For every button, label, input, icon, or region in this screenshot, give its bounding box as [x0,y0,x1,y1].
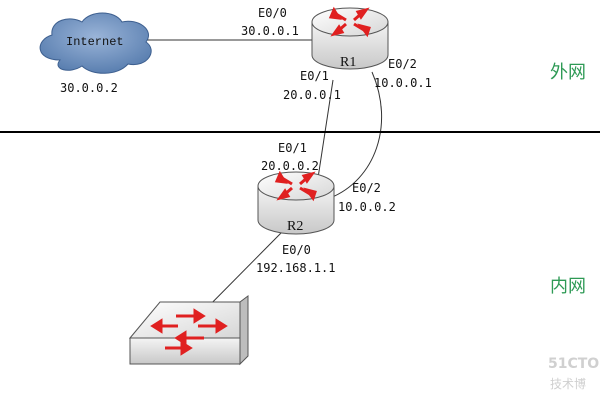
internet-label: Internet [66,35,124,49]
watermark-line1: 51CTO [548,356,599,372]
r2-e02-ip: 10.0.0.2 [338,200,396,214]
r2-e00-ip: 192.168.1.1 [256,261,335,275]
r1-e00-ip: 30.0.0.1 [241,24,299,38]
r1-name: R1 [340,55,356,70]
router-r1-icon [311,6,389,70]
link-r1-r2-e02 [329,71,383,199]
switch-icon [128,295,249,366]
r1-e00-port: E0/0 [258,6,287,20]
router-r2-icon [257,170,335,235]
r1-e01-port: E0/1 [300,69,329,83]
r2-e01-ip: 20.0.0.2 [261,159,319,173]
internet-cloud-icon [39,12,152,74]
r2-name: R2 [287,219,303,234]
link-r1-r2-e01 [317,79,334,179]
r2-e01-port: E0/1 [278,141,307,155]
internet-ip: 30.0.0.2 [60,81,118,95]
r1-e02-ip: 10.0.0.1 [374,76,432,90]
r1-e02-port: E0/2 [388,57,417,71]
zone-outer-label: 外网 [550,62,586,83]
watermark-line2: 技术博 [550,376,586,391]
zone-inner-label: 内网 [550,276,586,297]
r2-e00-port: E0/0 [282,243,311,257]
r1-e01-ip: 20.0.0.1 [283,88,341,102]
r2-e02-port: E0/2 [352,181,381,195]
